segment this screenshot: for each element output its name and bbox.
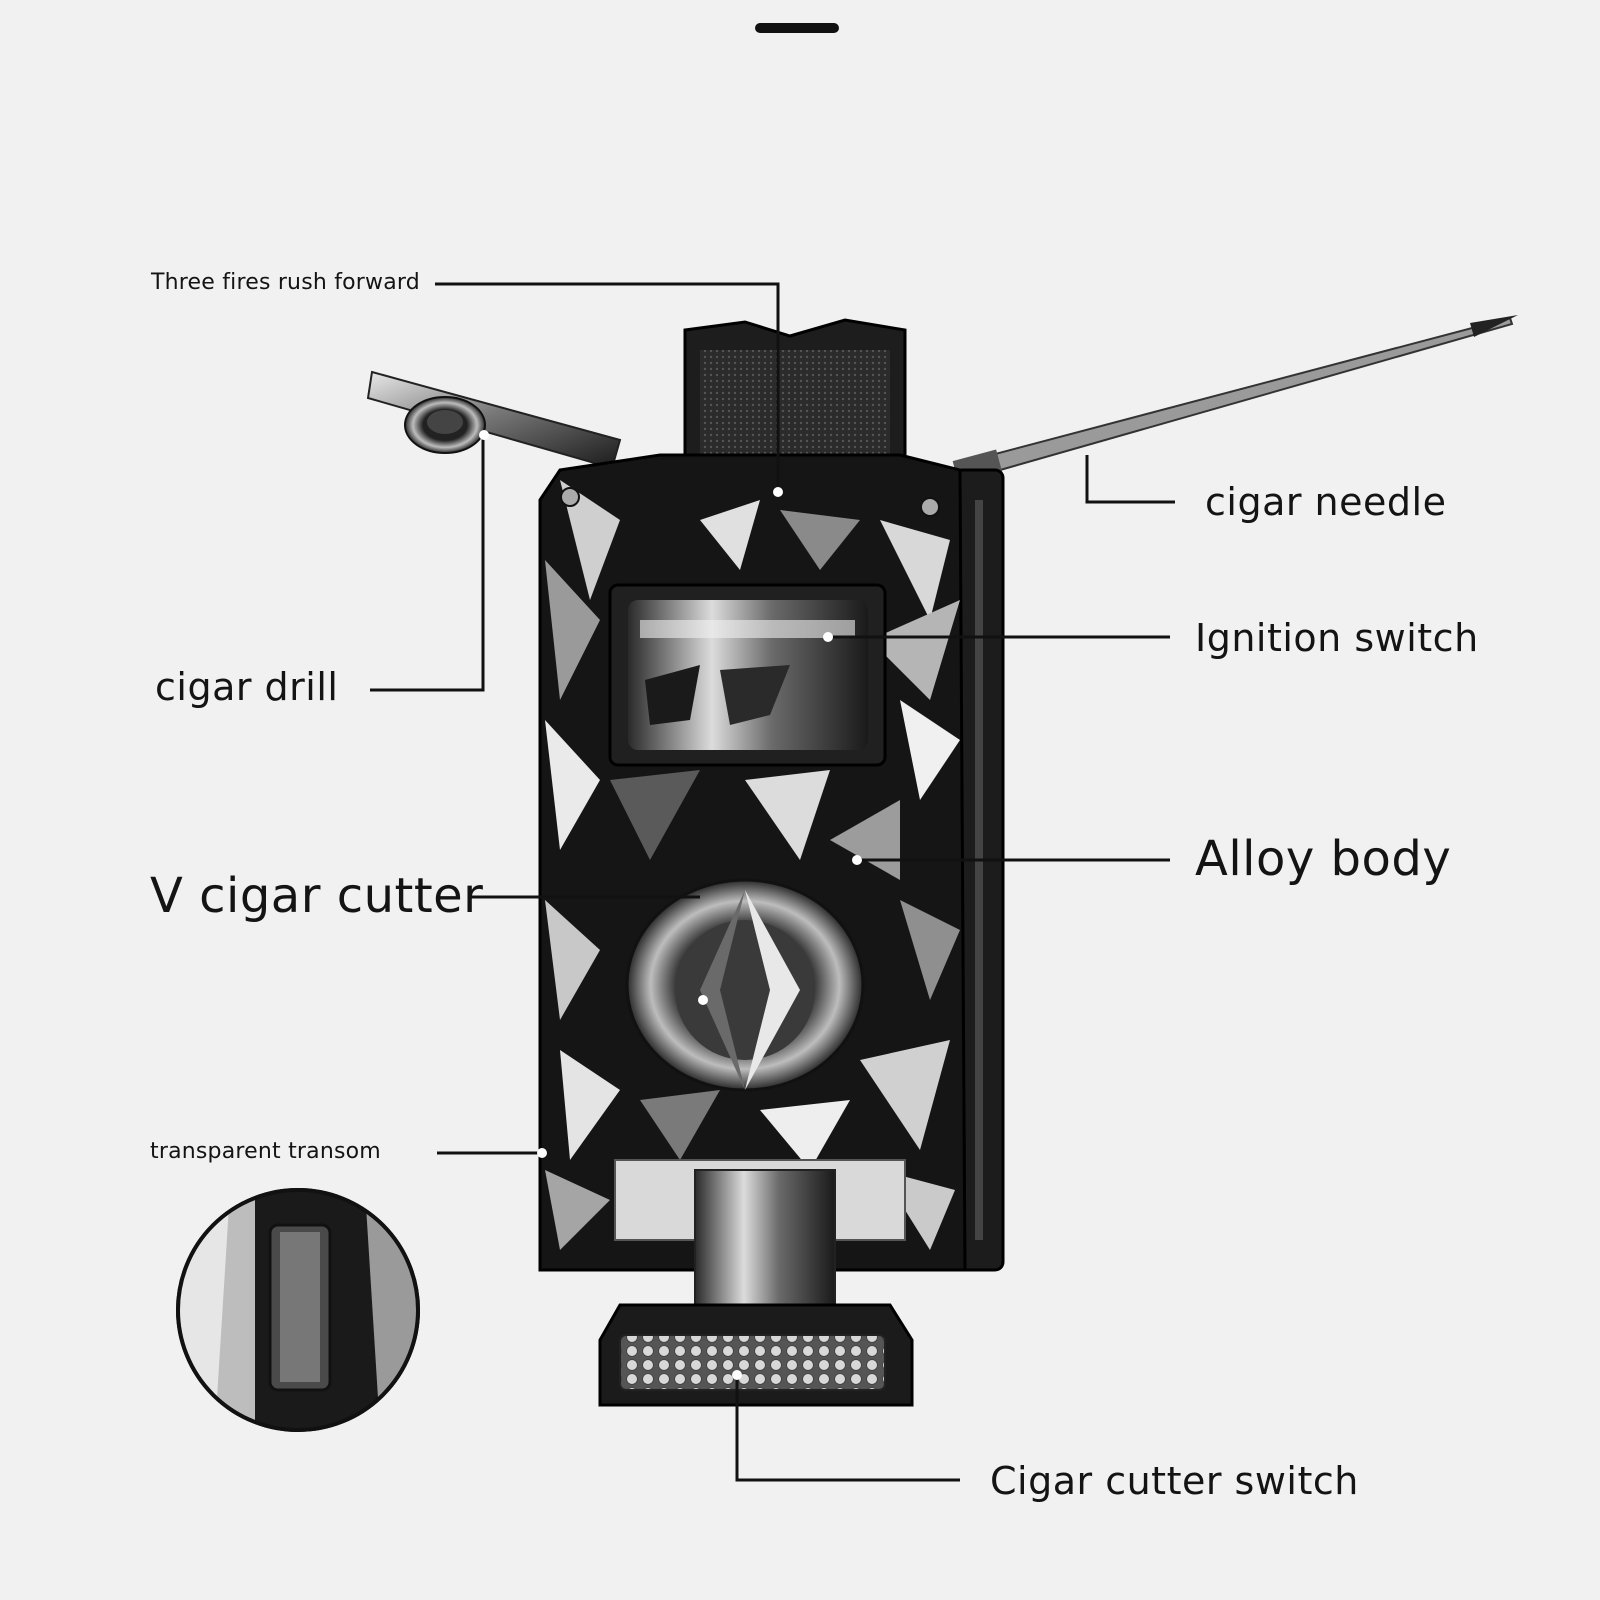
label-ignition-switch: Ignition switch — [1195, 616, 1479, 660]
leader-three-fires — [435, 282, 780, 490]
leader-cutter-switch — [735, 1375, 960, 1482]
label-three-fires: Three fires rush forward — [151, 270, 420, 295]
transom-magnifier — [176, 1188, 420, 1432]
label-cigar-needle: cigar needle — [1205, 480, 1447, 524]
leader-cigar-drill — [370, 438, 485, 692]
label-transparent-transom: transparent transom — [150, 1139, 381, 1164]
leader-lines — [370, 282, 1175, 1482]
pointer-dots — [479, 430, 862, 1380]
cutter-switch-part — [598, 1303, 914, 1407]
alloy-body-part — [538, 453, 967, 1272]
cutter-stem — [614, 1159, 906, 1321]
v-cutter-part — [625, 878, 865, 1092]
label-v-cigar-cutter: V cigar cutter — [150, 868, 484, 924]
label-cigar-cutter-switch: Cigar cutter switch — [990, 1459, 1359, 1503]
label-alloy-body: Alloy body — [1195, 831, 1452, 887]
label-cigar-drill: cigar drill — [155, 665, 339, 709]
top-bar — [755, 23, 839, 33]
cigar-needle-part — [952, 315, 1518, 485]
ignition-switch-part — [608, 583, 887, 767]
leader-cigar-needle — [1085, 455, 1175, 504]
cigar-drill-part — [366, 370, 622, 470]
